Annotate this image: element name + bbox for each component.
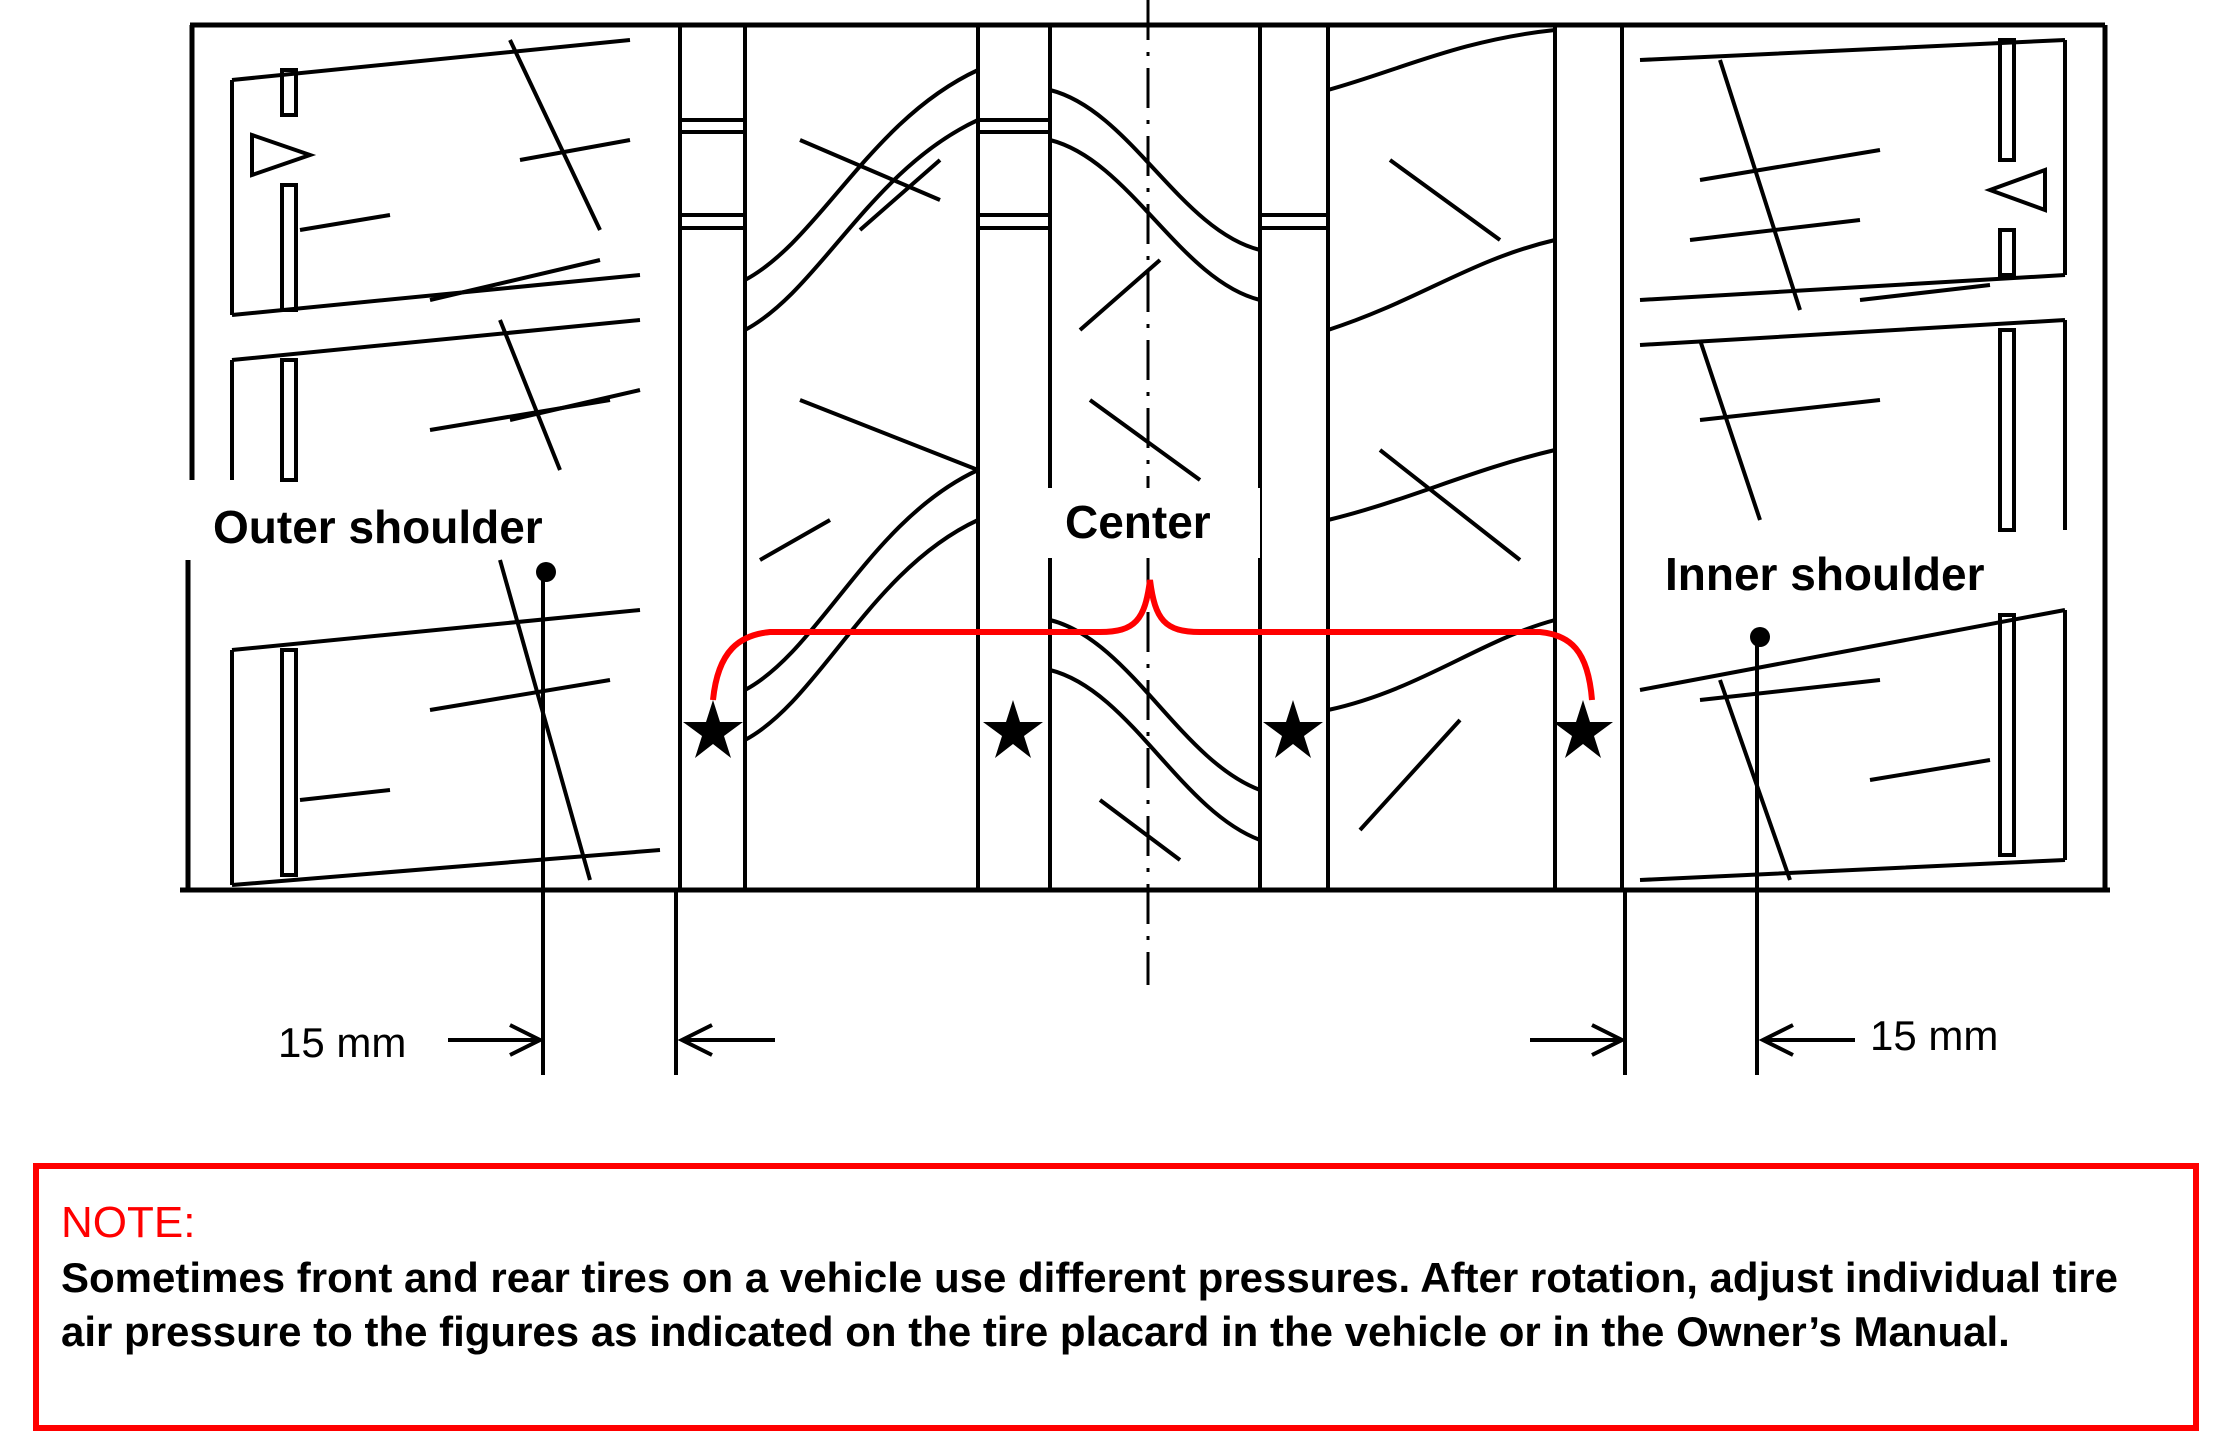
note-title-text: NOTE	[61, 1198, 184, 1247]
note-box: NOTE: Sometimes front and rear tires on …	[33, 1163, 2199, 1431]
outer-shoulder-label: Outer shoulder	[213, 501, 543, 553]
tread-outline	[180, 22, 2110, 893]
center-label: Center	[1065, 496, 1211, 548]
inner-shoulder-blocks	[1639, 38, 2067, 882]
groove-lines	[678, 25, 1624, 890]
tire-tread-diagram: Outer shoulder Center Inner shoulder 15 …	[180, 0, 2110, 1075]
dimension-left-label: 15 mm	[278, 1019, 406, 1066]
dimension-right-label: 15 mm	[1870, 1012, 1998, 1059]
note-body-text: Sometimes front and rear tires on a vehi…	[61, 1254, 2118, 1355]
star-marker-icon	[683, 700, 1613, 758]
center-brace	[710, 579, 1595, 701]
dimension-lines	[448, 572, 1855, 1075]
note-title-colon: :	[183, 1198, 196, 1247]
note-title: NOTE:	[61, 1197, 2173, 1249]
outer-shoulder-blocks	[230, 38, 661, 887]
inner-shoulder-label: Inner shoulder	[1665, 548, 1985, 600]
center-rib-pattern	[744, 28, 1556, 862]
